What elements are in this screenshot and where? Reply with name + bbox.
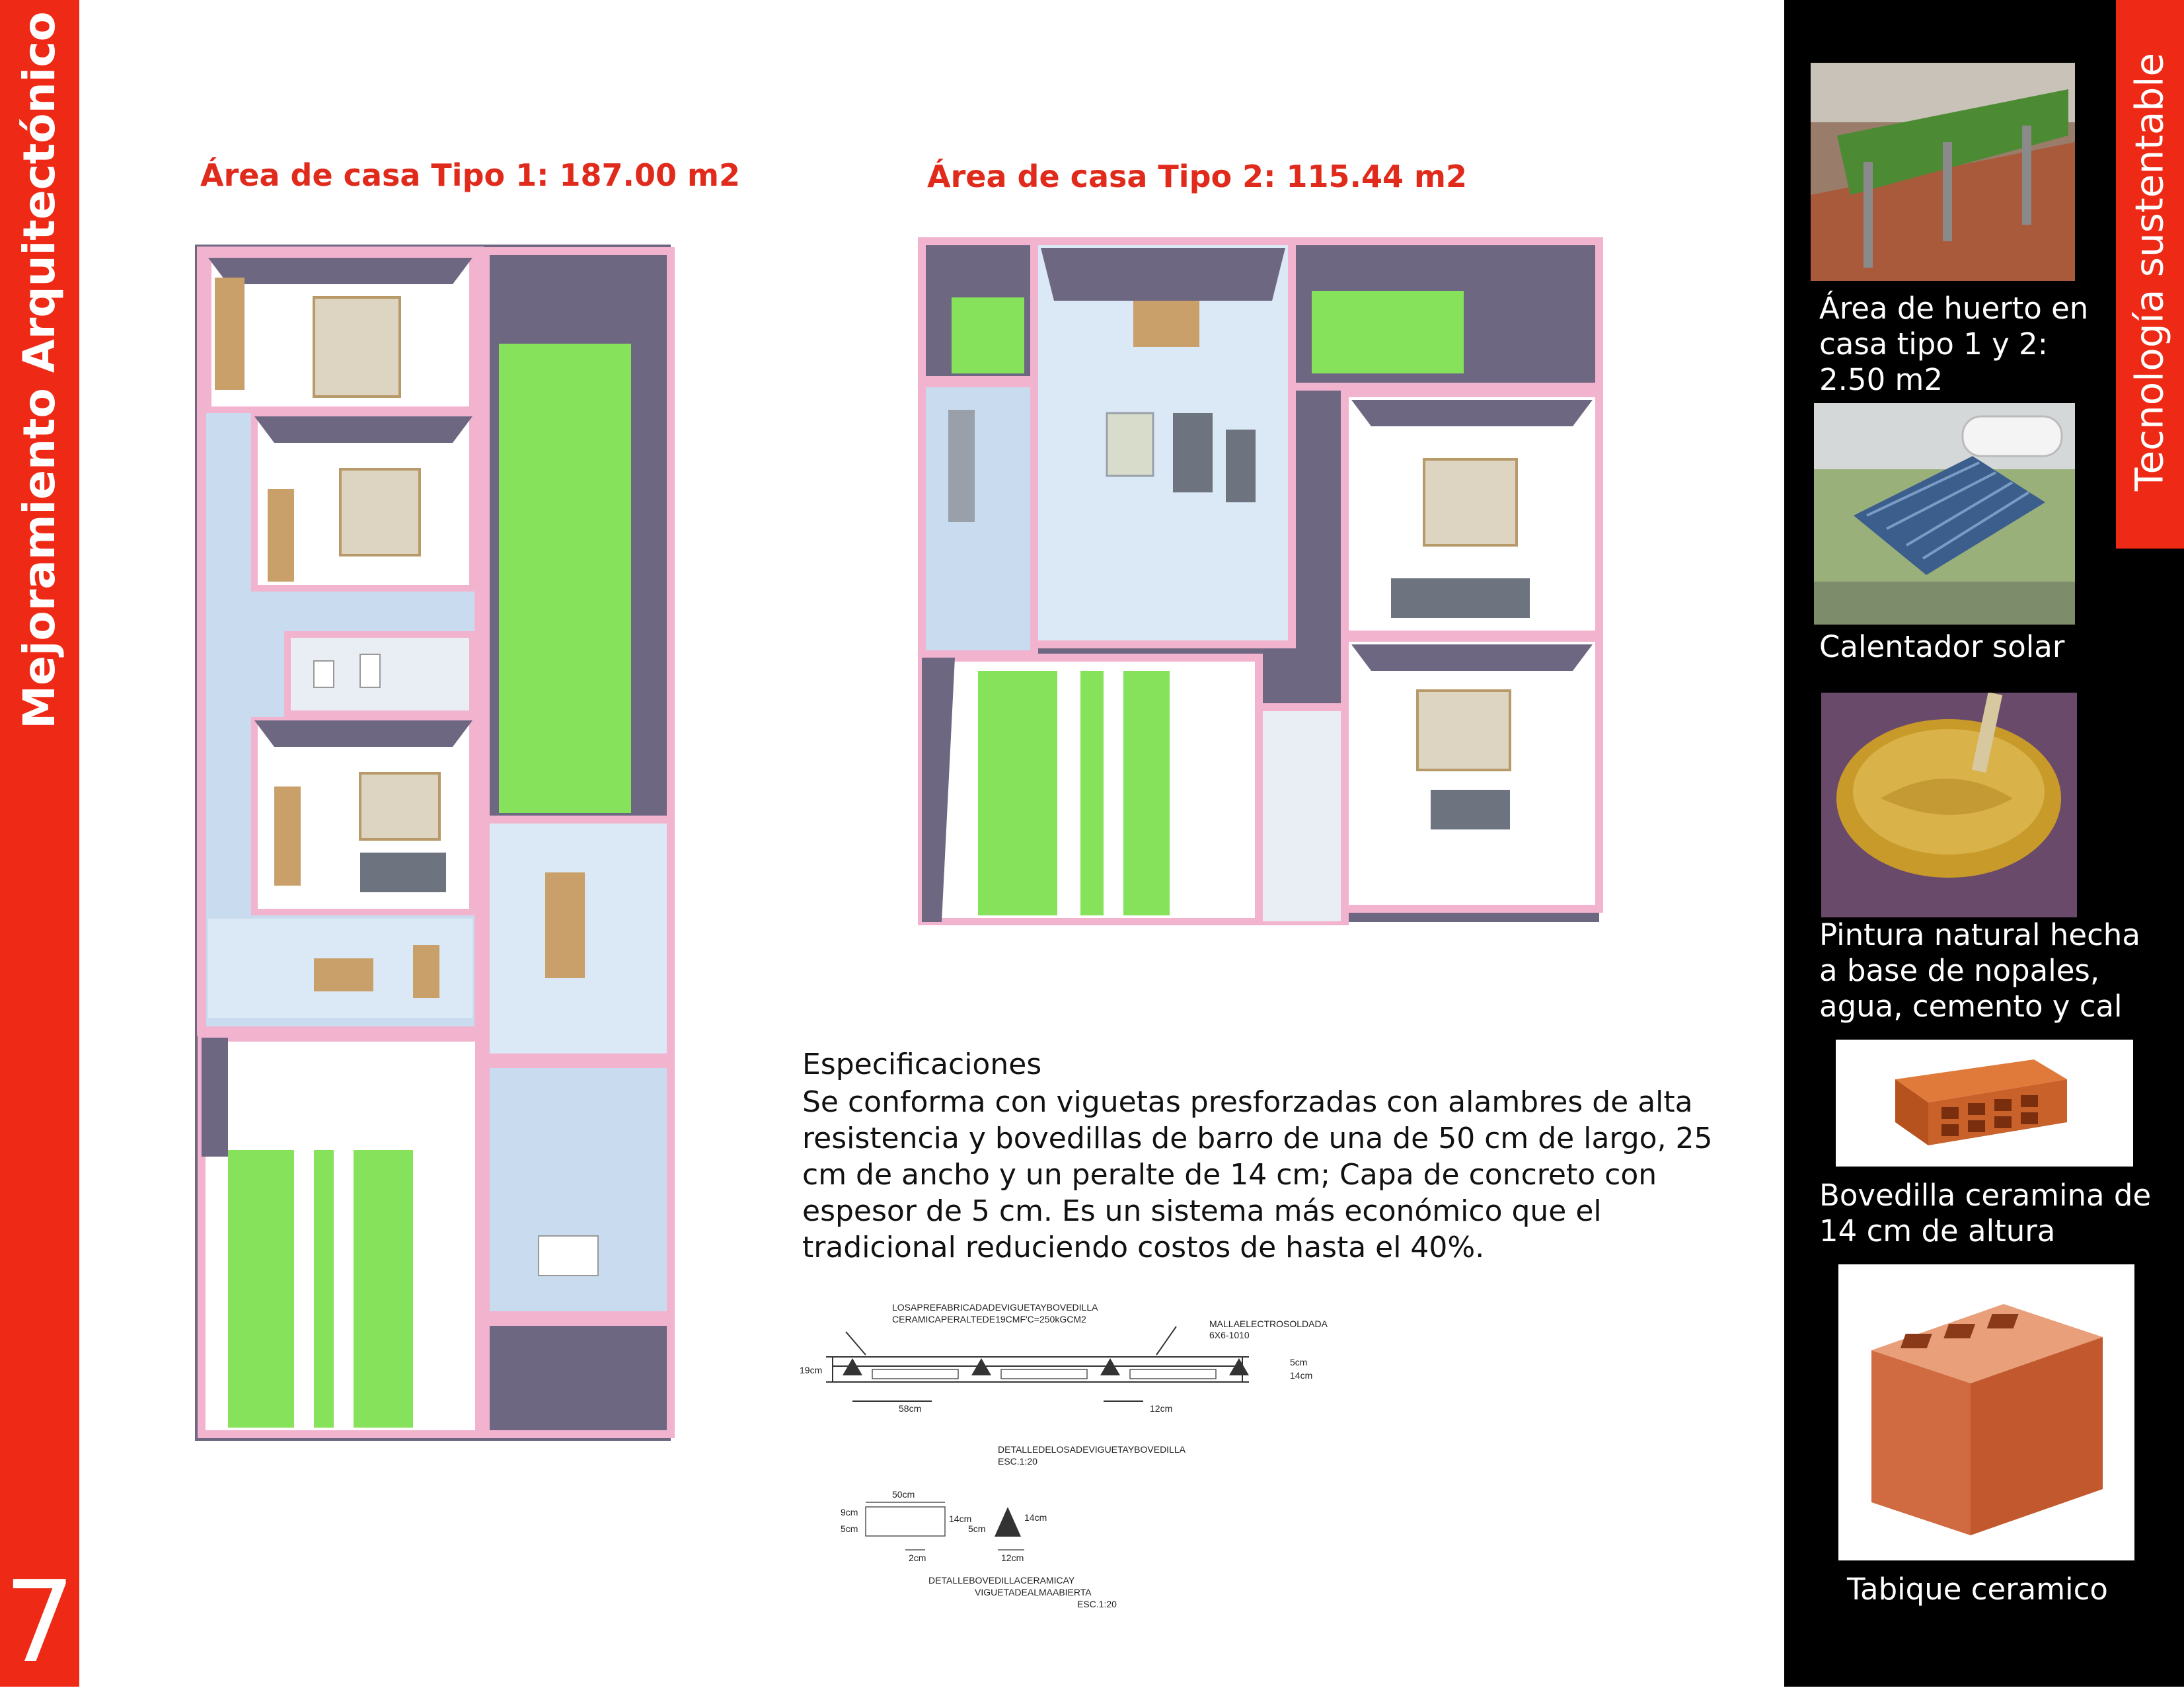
house1-floor-plan — [195, 245, 675, 1441]
sidebar-band — [0, 0, 79, 1687]
detail-dim-5c: 5cm — [968, 1523, 986, 1534]
page-number: 7 — [3, 1557, 76, 1688]
detail-dim-14c: 14cm — [1024, 1512, 1047, 1523]
detail-dim-19: 19cm — [800, 1365, 823, 1375]
garden-caption-2: casa tipo 1 y 2: — [1819, 326, 2048, 362]
specs-heading: Especificaciones — [802, 1048, 1042, 1081]
bovedilla-photo — [1836, 1040, 2133, 1167]
garden-photo — [1811, 63, 2075, 281]
paint-caption-3: agua, cemento y cal — [1819, 989, 2123, 1024]
right-panel-tab — [2116, 0, 2184, 549]
specs-line-5: tradicional reduciendo costos de hasta e… — [802, 1231, 1485, 1264]
sidebar-title: Mejoramiento Arquitectónico — [14, 11, 65, 729]
specs-line-1: Se conforma con viguetas presforzadas co… — [802, 1085, 1693, 1119]
house1-area-title: Área de casa Tipo 1: 187.00 m2 — [200, 157, 740, 193]
slab-detail-lines — [826, 1326, 1249, 1551]
detail-dim-14: 14cm — [1290, 1370, 1313, 1381]
detail-dim-9: 9cm — [841, 1507, 858, 1517]
solar-heater-photo — [1814, 403, 2075, 625]
specs-line-3: cm de ancho y un peralte de 14 cm; Capa … — [802, 1158, 1657, 1192]
detail-dim-58: 58cm — [899, 1403, 922, 1414]
detail-dim-14b: 14cm — [949, 1514, 972, 1524]
slab-detail-drawing: LOSAPREFABRICADADEVIGUETAYBOVEDILLA CERA… — [800, 1292, 1381, 1616]
detail-caption-1-line-1: DETALLEDELOSADEVIGUETAYBOVEDILLA — [998, 1444, 1186, 1455]
detail-caption-2-line-2: VIGUETADEALMAABIERTA — [975, 1587, 1092, 1597]
specs-line-4: espesor de 5 cm. Es un sistema más econó… — [802, 1194, 1602, 1228]
bovedilla-caption-1: Bovedilla ceramina de — [1819, 1178, 2152, 1213]
detail-dim-2: 2cm — [909, 1553, 926, 1563]
detail-caption-2-line-3: ESC.1:20 — [1077, 1599, 1117, 1609]
detail-label-slab-1: LOSAPREFABRICADADEVIGUETAYBOVEDILLA — [892, 1302, 1098, 1313]
house2-area-title: Área de casa Tipo 2: 115.44 m2 — [927, 159, 1467, 194]
detail-dim-50: 50cm — [892, 1489, 915, 1500]
natural-paint-photo — [1821, 693, 2077, 917]
detail-caption-1-line-2: ESC.1:20 — [998, 1456, 1037, 1467]
paint-caption-1: Pintura natural hecha — [1819, 917, 2140, 952]
ceramic-brick-photo — [1838, 1264, 2134, 1560]
detail-label-mesh-2: 6X6-1010 — [1209, 1330, 1250, 1340]
paint-caption-2: a base de nopales, — [1819, 953, 2100, 988]
detail-dim-5b: 5cm — [841, 1523, 858, 1534]
detail-dim-12: 12cm — [1150, 1403, 1173, 1414]
garden-caption-1: Área de huerto en — [1819, 291, 2089, 326]
detail-dim-5: 5cm — [1290, 1357, 1308, 1367]
detail-caption-2-line-1: DETALLEBOVEDILLACERAMICAY — [928, 1575, 1075, 1586]
right-panel-title: Tecnología sustentable — [2127, 52, 2172, 492]
detail-dim-12b: 12cm — [1001, 1553, 1024, 1563]
detail-label-slab-2: CERAMICAPERALTEDE19CMF'C=250kGCM2 — [892, 1314, 1086, 1324]
solar-caption: Calentador solar — [1819, 629, 2065, 664]
garden-caption-3: 2.50 m2 — [1819, 362, 1943, 397]
bovedilla-caption-2: 14 cm de altura — [1819, 1213, 2056, 1248]
detail-label-mesh-1: MALLAELECTROSOLDADA — [1209, 1319, 1328, 1329]
specs-line-2: resistencia y bovedillas de barro de una… — [802, 1122, 1713, 1155]
brick-caption: Tabique ceramico — [1847, 1572, 2108, 1607]
house2-floor-plan — [918, 237, 1603, 925]
